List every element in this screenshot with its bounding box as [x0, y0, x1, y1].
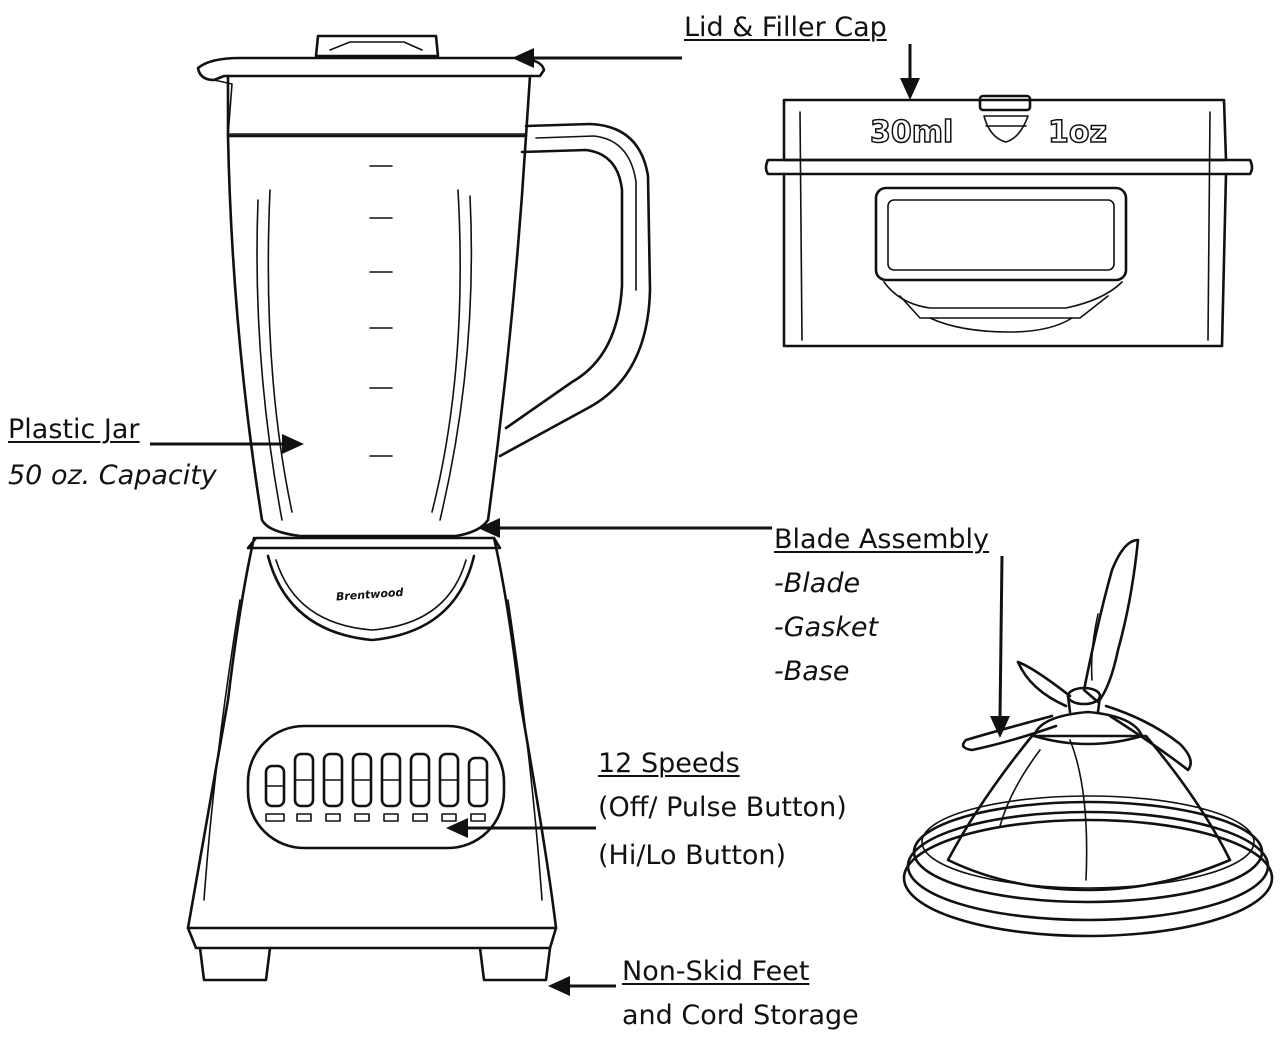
blade-assembly-illustration [902, 538, 1274, 938]
base-illustration [186, 536, 558, 982]
label-hi-lo-button: (Hi/Lo Button) [598, 840, 787, 871]
label-plastic-jar: Plastic Jar [8, 414, 140, 445]
label-off-pulse-button: (Off/ Pulse Button) [598, 792, 847, 823]
label-lid-filler-cap: Lid & Filler Cap [684, 12, 887, 43]
brand-logo: Brentwood [336, 586, 404, 604]
label-cord-storage: and Cord Storage [622, 1000, 859, 1031]
label-jar-capacity: 50 oz. Capacity [8, 460, 217, 491]
label-non-skid-feet: Non-Skid Feet [622, 956, 810, 987]
label-12-speeds: 12 Speeds [598, 748, 740, 779]
label-blade-item-gasket: -Gasket [774, 612, 879, 643]
speed-buttons [264, 752, 489, 822]
cap-marking-imperial: 1oz [1048, 115, 1107, 150]
label-blade-item-blade: -Blade [774, 568, 861, 599]
callout-arrows [150, 44, 1010, 996]
cap-marking-metric: 30ml [870, 115, 953, 150]
label-blade-item-base: -Base [774, 656, 850, 687]
label-blade-assembly: Blade Assembly [774, 524, 990, 555]
jar-illustration [196, 34, 652, 550]
filler-cap-illustration [764, 94, 1254, 348]
